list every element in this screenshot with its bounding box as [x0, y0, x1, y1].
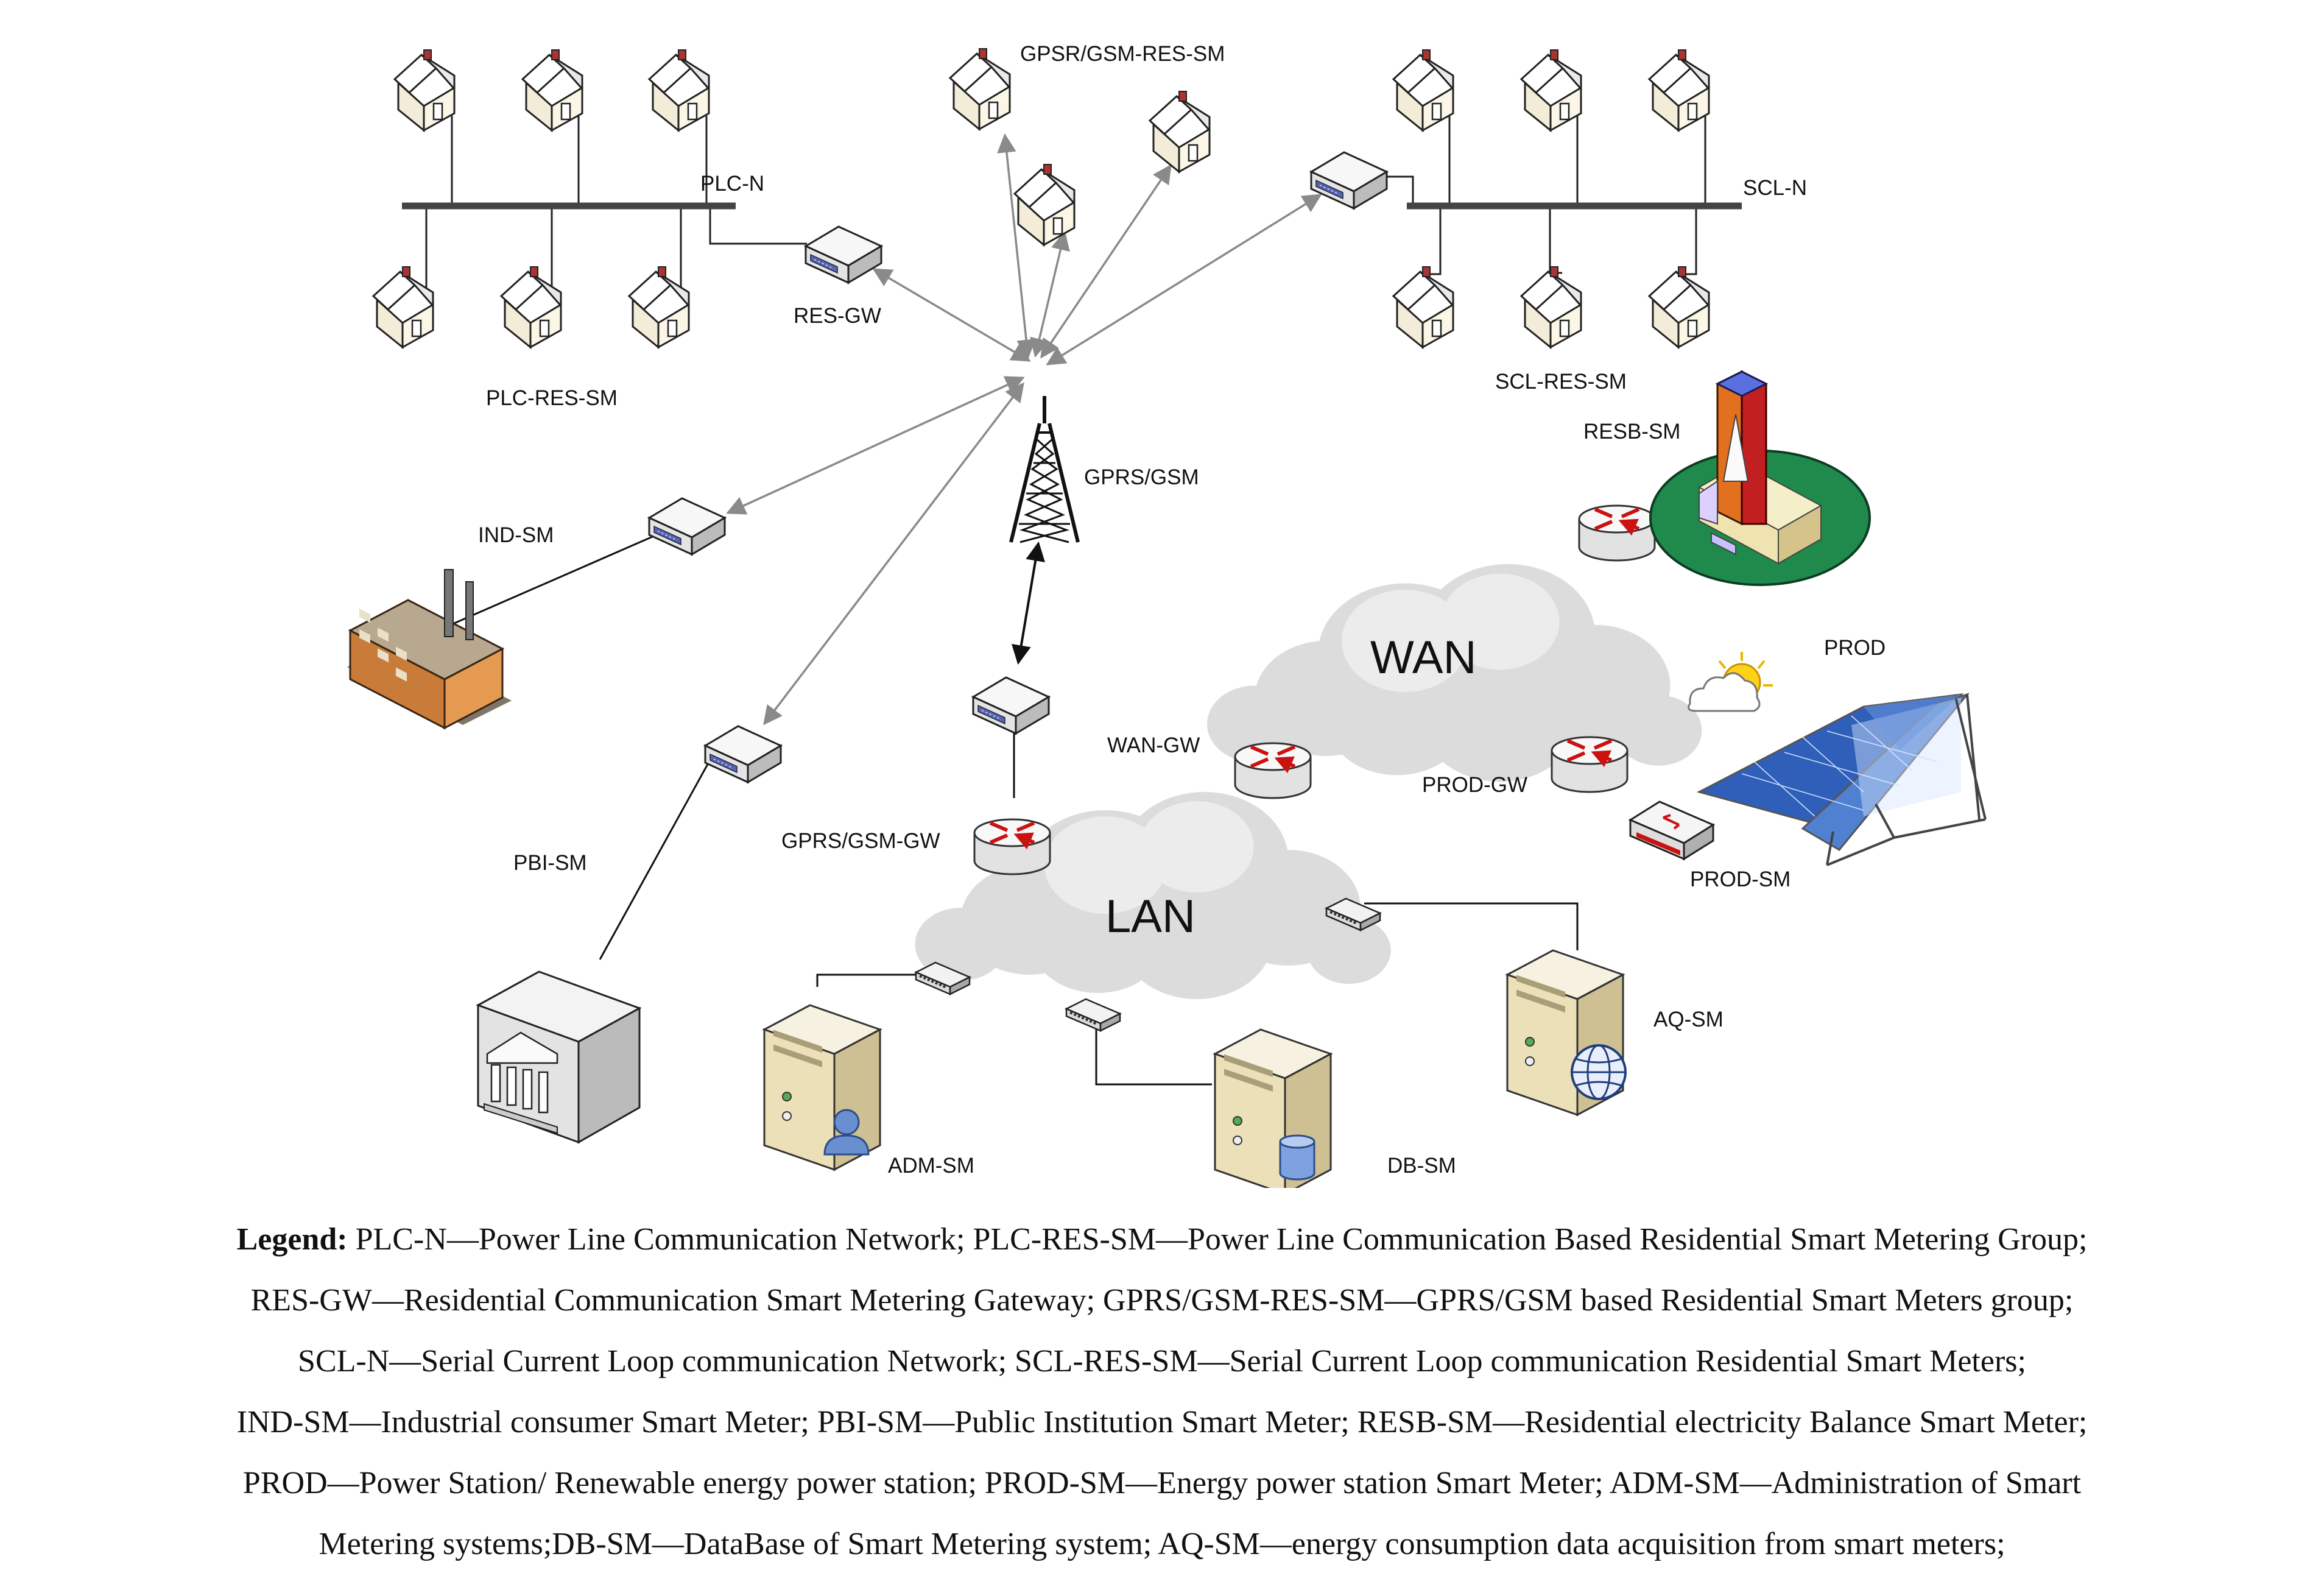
- scl-houses: [1392, 49, 1710, 348]
- legend-line-1-text: PLC-N—Power Line Communication Network; …: [347, 1222, 2088, 1257]
- gprs-gsm-gw-label: GPRS/GSM-GW: [781, 829, 940, 853]
- gprs-gsm-label: GPRS/GSM: [1084, 465, 1199, 489]
- gprs-gsm-gw-router-icon: [974, 819, 1050, 874]
- wan-gw-router-icon: [1235, 743, 1311, 798]
- res-gw-label: RES-GW: [794, 304, 881, 328]
- sun-cloud-icon: [1688, 652, 1773, 712]
- adm-sm-label: ADM-SM: [888, 1154, 974, 1178]
- house-icon: [648, 49, 710, 132]
- gpsr-gsm-res-sm-label: GPSR/GSM-RES-SM: [1020, 42, 1225, 66]
- scl-n-label: SCL-N: [1743, 176, 1807, 200]
- globe-icon: [1571, 1044, 1627, 1100]
- plc-n-label: PLC-N: [700, 172, 764, 196]
- plc-houses: [372, 49, 710, 348]
- legend-lead: Legend:: [236, 1222, 348, 1257]
- pbi-sm-gateway-icon: [704, 725, 782, 783]
- aq-sm-server: [1506, 949, 1627, 1116]
- gprs-houses: [949, 48, 1211, 246]
- adm-sm-server: [763, 1004, 881, 1171]
- db-sm-label: DB-SM: [1387, 1154, 1456, 1178]
- resb-sm-router-icon: [1579, 506, 1655, 560]
- scl-res-sm-label: SCL-RES-SM: [1495, 370, 1627, 394]
- house-icon: [628, 266, 690, 348]
- house-icon: [1648, 49, 1710, 132]
- plc-bus-lines: [425, 116, 807, 291]
- house-icon: [521, 49, 583, 132]
- aq-sm-label: AQ-SM: [1653, 1008, 1724, 1031]
- gprs-gsm-gateway-box-icon: [972, 676, 1050, 735]
- ind-sm-gateway-icon: [648, 497, 726, 556]
- solar-panel-icon: [1696, 693, 1987, 866]
- house-icon: [1392, 266, 1454, 348]
- prod-label: PROD: [1824, 636, 1886, 660]
- network-diagram: PLC-N PLC-RES-SM RES-GW GPSR/GSM-RES-SM …: [347, 42, 1987, 1188]
- plc-res-sm-label: PLC-RES-SM: [486, 386, 618, 410]
- legend-line-1: Legend: PLC-N—Power Line Communication N…: [24, 1209, 2300, 1270]
- prod-sm-meter-icon: [1628, 800, 1716, 861]
- legend-line-4: IND-SM—Industrial consumer Smart Meter; …: [236, 1405, 2088, 1440]
- lan-label: LAN: [1105, 891, 1195, 942]
- legend-line-6: Metering systems;DB-SM—DataBase of Smart…: [319, 1527, 2005, 1561]
- db-switch-icon: [1065, 998, 1121, 1032]
- legend-line-5: PROD—Power Station/ Renewable energy pow…: [242, 1466, 2082, 1500]
- prod-sm-label: PROD-SM: [1690, 867, 1791, 891]
- house-icon: [1149, 90, 1211, 173]
- house-icon: [1013, 163, 1076, 246]
- legend-line-2: RES-GW—Residential Communication Smart M…: [250, 1283, 2074, 1318]
- house-icon: [1520, 49, 1582, 132]
- tower-gateway-link: [1012, 541, 1045, 665]
- house-icon: [1648, 266, 1710, 348]
- scl-gateway-icon: [1310, 151, 1388, 210]
- residential-building-icon: [1649, 370, 1871, 586]
- prod-gw-router-icon: [1552, 737, 1627, 792]
- house-icon: [393, 49, 456, 132]
- wired-links: [444, 532, 1579, 1086]
- user-icon: [823, 1109, 870, 1156]
- house-icon: [1520, 266, 1582, 348]
- wan-gw-label: WAN-GW: [1107, 733, 1200, 757]
- pbi-sm-label: PBI-SM: [513, 851, 587, 875]
- database-icon: [1279, 1134, 1315, 1181]
- resb-sm-label: RESB-SM: [1583, 420, 1680, 443]
- public-institution-icon: [476, 970, 642, 1144]
- gsm-tower-icon: [1009, 396, 1080, 543]
- wireless-links: [726, 133, 1322, 726]
- res-gw-gateway-icon: [805, 225, 882, 284]
- house-icon: [949, 48, 1011, 130]
- db-sm-server: [1214, 1028, 1332, 1188]
- scl-bus-lines: [1386, 116, 1706, 275]
- wan-label: WAN: [1370, 632, 1477, 684]
- house-icon: [372, 266, 434, 348]
- prod-gw-label: PROD-GW: [1422, 773, 1527, 797]
- legend-line-3: SCL-N—Serial Current Loop communication …: [298, 1344, 2026, 1379]
- house-icon: [1392, 49, 1454, 132]
- legend: Legend: PLC-N—Power Line Communication N…: [24, 1209, 2300, 1575]
- ind-sm-label: IND-SM: [478, 523, 554, 547]
- factory-icon: [347, 569, 512, 730]
